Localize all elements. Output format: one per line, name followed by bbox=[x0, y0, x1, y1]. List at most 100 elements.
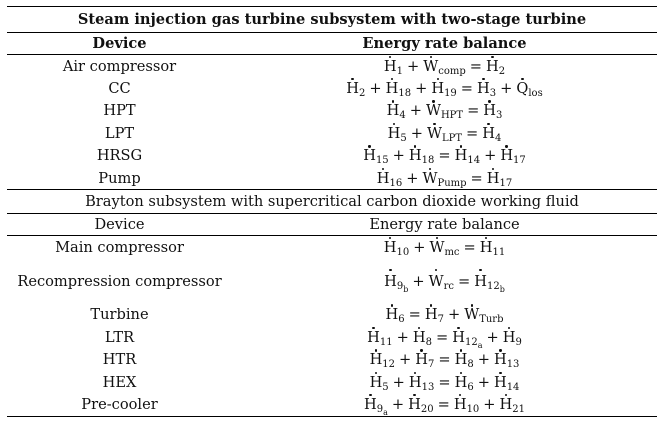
section1-title: Steam injection gas turbine subsystem wi… bbox=[7, 6, 657, 33]
subscript: 13 bbox=[506, 359, 520, 371]
term: H18 bbox=[409, 145, 434, 166]
dot-symbol: W bbox=[426, 122, 442, 142]
term: H2 bbox=[486, 55, 505, 76]
term: H8 bbox=[412, 326, 432, 347]
operator: = bbox=[438, 351, 451, 369]
operator: + bbox=[409, 102, 422, 120]
term: H6 bbox=[386, 304, 405, 325]
subscript: 17 bbox=[513, 155, 526, 167]
term: WPump bbox=[422, 167, 467, 188]
dot-symbol: H bbox=[452, 326, 465, 346]
operator: = bbox=[463, 239, 476, 257]
dot-symbol: H bbox=[408, 371, 422, 391]
device-cell: HTR bbox=[102, 351, 137, 369]
balance-cell: H5+WLPT=H4 bbox=[232, 122, 657, 144]
subscript: 12 bbox=[382, 359, 396, 371]
operator: = bbox=[438, 147, 451, 165]
dot-symbol: H bbox=[386, 100, 400, 120]
dot-symbol: H bbox=[453, 393, 467, 413]
term: H2 bbox=[346, 78, 365, 99]
balance-cell: H2+H18+H19=H3+Qlos bbox=[232, 77, 657, 99]
operator: = bbox=[408, 306, 421, 324]
subscript: 9a bbox=[376, 403, 388, 417]
dot-symbol: H bbox=[493, 349, 507, 369]
dot-symbol: H bbox=[483, 100, 497, 120]
dot-symbol: H bbox=[502, 326, 516, 346]
dot-symbol: H bbox=[431, 78, 445, 98]
dot-symbol: H bbox=[424, 304, 438, 324]
dot-symbol: H bbox=[385, 78, 399, 98]
operator: + bbox=[413, 239, 426, 257]
subscript: LPT bbox=[441, 132, 463, 144]
dot-symbol: H bbox=[384, 268, 397, 290]
dot-symbol: H bbox=[369, 371, 383, 391]
dot-symbol: H bbox=[408, 393, 421, 413]
subscript: 18 bbox=[398, 88, 412, 100]
device-cell: CC bbox=[108, 80, 131, 98]
dot-symbol: H bbox=[500, 145, 514, 165]
dot-symbol: H bbox=[474, 268, 487, 290]
term: H10 bbox=[453, 393, 480, 415]
term: H21 bbox=[499, 393, 525, 414]
operator: + bbox=[477, 373, 490, 391]
operator: + bbox=[369, 80, 382, 98]
subscript: 12a bbox=[464, 336, 483, 350]
operator: = bbox=[458, 272, 471, 290]
dot-symbol: H bbox=[367, 326, 380, 346]
subscript: los bbox=[528, 88, 543, 100]
subscript: 13 bbox=[421, 381, 435, 393]
sub-subscript: a bbox=[383, 407, 388, 417]
operator: = bbox=[467, 102, 480, 120]
dot-symbol: H bbox=[412, 326, 426, 346]
column-header-balance: Energy rate balance bbox=[232, 32, 657, 55]
dot-symbol: H bbox=[482, 122, 495, 142]
dot-symbol: H bbox=[499, 393, 513, 413]
subscript: 4 bbox=[399, 110, 406, 122]
column-header-balance: Energy rate balance bbox=[232, 213, 657, 237]
dot-symbol: H bbox=[346, 78, 360, 98]
subscript: mc bbox=[444, 247, 460, 259]
term: H7 bbox=[424, 304, 444, 325]
subscript: 10 bbox=[396, 247, 410, 259]
term: H18 bbox=[385, 78, 412, 100]
term: H19 bbox=[431, 78, 457, 99]
subscript: 20 bbox=[420, 403, 434, 415]
sub-subscript: a bbox=[477, 340, 483, 350]
subscript: 17 bbox=[499, 177, 513, 189]
subscript: 12b bbox=[486, 280, 505, 294]
term: H20 bbox=[408, 393, 434, 415]
sub-subscript: b bbox=[499, 284, 505, 294]
operator: + bbox=[407, 57, 420, 75]
dot-symbol: H bbox=[454, 349, 468, 369]
subscript: 10 bbox=[466, 403, 480, 415]
operator: + bbox=[477, 351, 490, 369]
balance-cell: H15+H18=H14+H17 bbox=[232, 145, 657, 167]
term: H14 bbox=[494, 371, 519, 392]
dot-symbol: W bbox=[423, 55, 439, 75]
term: H5 bbox=[388, 122, 407, 143]
term: H4 bbox=[386, 100, 406, 122]
term: Wcomp bbox=[423, 55, 466, 76]
balance-cell: H6=H7+WTurb bbox=[232, 304, 657, 326]
operator: + bbox=[486, 328, 499, 346]
term: H6 bbox=[454, 371, 474, 392]
subscript: HPT bbox=[440, 110, 464, 122]
term: H9b bbox=[384, 268, 408, 293]
operator: + bbox=[412, 272, 425, 290]
term: H9a bbox=[364, 393, 388, 417]
balance-cell: H9b+Wrc=H12b bbox=[232, 259, 657, 304]
dot-symbol: H bbox=[369, 349, 383, 369]
section1-title-row: Steam injection gas turbine subsystem wi… bbox=[7, 6, 657, 33]
subscript: 1 bbox=[396, 65, 403, 77]
device-cell: Pre-cooler bbox=[7, 393, 232, 417]
term: Wmc bbox=[429, 237, 460, 259]
dot-symbol: H bbox=[454, 371, 468, 391]
term: H3 bbox=[477, 78, 496, 99]
